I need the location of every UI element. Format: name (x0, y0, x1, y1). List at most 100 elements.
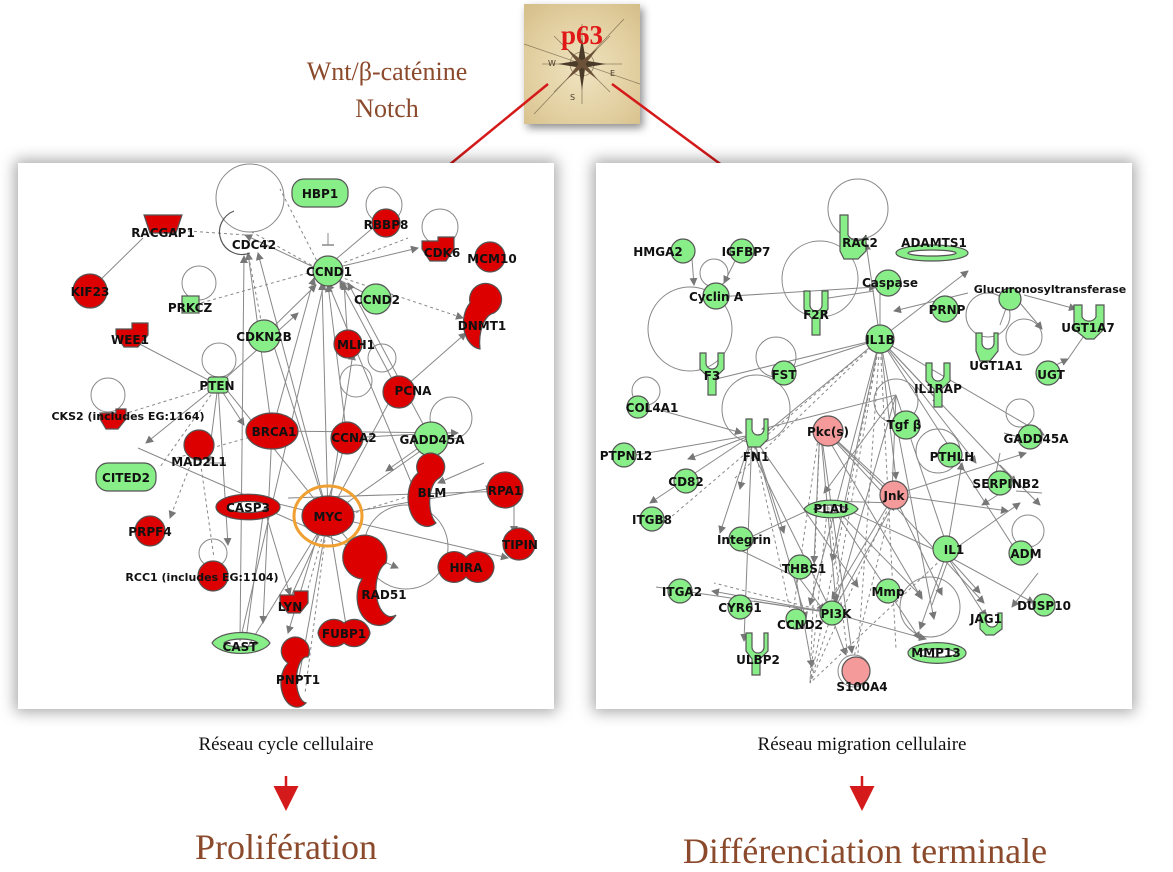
label-blm: BLM (418, 486, 447, 500)
node-hbp1 (291, 178, 349, 208)
p63-label: p63 (560, 20, 604, 50)
node-mlh1 (333, 329, 363, 359)
label-tgf-b: Tgf β (887, 418, 922, 432)
label-glucuronosyltransferase: Glucuronosyltransferase (974, 283, 1126, 296)
label-ccna2: CCNA2 (331, 431, 376, 445)
node-glucuronosyltransferase (998, 287, 1022, 311)
label-serpinb2: SERPINB2 (973, 477, 1040, 491)
cell-migration-network: HMGA2 IGFBP7 RAC2 ADAMTS1 Cyclin A Caspa… (600, 178, 1126, 694)
label-itga2: ITGA2 (662, 585, 702, 599)
label-ccnd1: CCND1 (306, 265, 352, 279)
node-dnmt1 (462, 282, 503, 350)
label-cdc42: CDC42 (232, 238, 276, 252)
right-panel-outcome: Différenciation terminale (682, 831, 1048, 871)
node-prpf4 (134, 515, 166, 547)
node-prnp (931, 295, 959, 323)
node-ccna2 (330, 421, 364, 455)
label-racgap1: RACGAP1 (131, 226, 195, 240)
label-il1: IL1 (944, 543, 964, 557)
label-cited2: CITED2 (102, 471, 150, 485)
node-fn1 (745, 418, 769, 448)
node-adm (1008, 540, 1034, 566)
node-col4a1 (626, 395, 650, 419)
label-f3: F3 (704, 369, 721, 383)
node-dusp10 (1032, 593, 1056, 617)
node-pnpt1 (280, 636, 310, 708)
pathway-labels: Wnt/β-caténine Notch (262, 53, 512, 127)
node-s100a4 (841, 656, 871, 686)
label-cyr61: CYR61 (718, 601, 761, 615)
label-mmp: Mmp (871, 585, 904, 599)
label-brca1: BRCA1 (252, 425, 297, 439)
svg-text:E: E (610, 69, 615, 78)
label-jnk: Jnk (883, 489, 906, 503)
node-f3 (699, 352, 725, 396)
label-dnmt1: DNMT1 (458, 319, 506, 333)
left-panel-caption: Réseau cycle cellulaire (198, 734, 374, 755)
node-jag1 (979, 612, 1003, 636)
node-mad2l1 (183, 429, 215, 461)
label-cdk6: CDK6 (424, 246, 460, 260)
label-pcna: PCNA (395, 384, 433, 398)
label-pten: PTEN (199, 379, 234, 393)
label-fubp1: FUBP1 (322, 627, 366, 641)
label-rbbp8: RBBP8 (364, 218, 409, 232)
label-rcc1: RCC1 (includes EG:1104) (125, 571, 278, 584)
node-tgf-b (891, 410, 921, 440)
label-mcm10: MCM10 (467, 252, 516, 266)
label-kif23: KIF23 (71, 285, 110, 299)
node-cdkn2b (247, 319, 281, 353)
label-itgb8: ITGB8 (632, 513, 672, 527)
label-fn1: FN1 (743, 450, 770, 464)
label-caspase: Caspase (862, 276, 918, 290)
label-gadd45a: GADD45A (399, 433, 465, 447)
label-rac2: RAC2 (842, 236, 878, 250)
node-f2r (803, 290, 829, 336)
compass-rose-icon: W E S (524, 18, 640, 115)
label-myc: MYC (313, 510, 342, 524)
label-integrin: Integrin (717, 533, 771, 547)
node-hmga2 (670, 238, 696, 264)
node-mmp (875, 578, 901, 604)
node-cdc42 (218, 210, 251, 256)
left-panel-outcome: Prolifération (195, 827, 377, 867)
node-pten (207, 376, 229, 394)
label-gadd45a-r: GADD45A (1003, 432, 1069, 446)
node-cks2 (99, 408, 127, 430)
label-adm: ADM (1010, 547, 1041, 561)
label-ptpn12: PTPN12 (600, 449, 653, 463)
node-brca1 (245, 412, 299, 450)
node-cast (211, 631, 271, 655)
label-ugt: UGT (1037, 368, 1065, 382)
label-pthlh: PTHLH (930, 450, 975, 464)
label-tipin: TIPIN (502, 538, 538, 552)
label-wee1: WEE1 (111, 333, 149, 347)
node-fubp1 (317, 618, 371, 648)
node-il1rap (925, 362, 951, 408)
node-rcc1 (197, 560, 229, 592)
label-pnpt1: PNPT1 (276, 673, 320, 687)
node-il1b (865, 324, 895, 354)
label-ugt1a1: UGT1A1 (969, 359, 1023, 373)
label-s100a4: S100A4 (836, 680, 887, 694)
label-cks2: CKS2 (includes EG:1164) (51, 410, 204, 423)
cell-cycle-network-panel: HBP1 RACGAP1 CDC42 RBBP8 CDK6 MCM10 KIF2… (18, 163, 554, 709)
node-rpa1 (486, 471, 524, 509)
svg-text:W: W (548, 59, 556, 68)
label-cdkn2b: CDKN2B (236, 330, 292, 344)
node-ptpn12 (611, 442, 637, 468)
node-ccnd2-r (785, 608, 807, 630)
cell-migration-network-panel: HMGA2 IGFBP7 RAC2 ADAMTS1 Cyclin A Caspa… (596, 163, 1132, 709)
node-integrin (728, 526, 754, 552)
label-col4a1: COL4A1 (626, 401, 679, 415)
node-casp3 (215, 493, 281, 521)
node-cdk6 (421, 236, 455, 262)
node-cyr61 (727, 594, 753, 620)
label-cd82: CD82 (668, 475, 703, 489)
node-ugt (1035, 360, 1061, 386)
label-dusp10: DUSP10 (1017, 599, 1071, 613)
node-il1 (932, 535, 960, 563)
label-casp3: CASP3 (226, 501, 270, 515)
label-lyn: LYN (278, 600, 303, 614)
node-pi3k (819, 600, 845, 626)
